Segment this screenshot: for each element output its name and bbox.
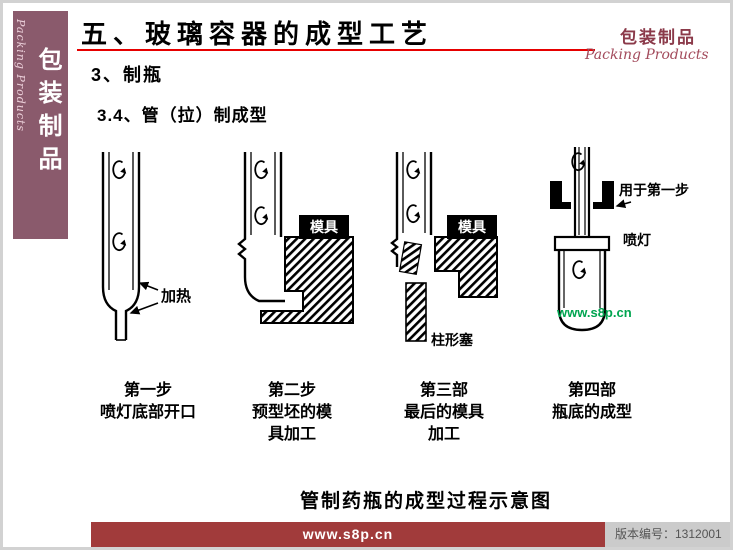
plug-block <box>405 282 427 342</box>
subsection-heading: 3.4、管（拉）制成型 <box>97 106 268 125</box>
torch-label: 喷灯 <box>623 232 651 248</box>
caption-line: 第四部 <box>567 382 616 399</box>
rotation-arrow-icon <box>254 206 270 226</box>
caption-line: 加工 <box>427 426 460 443</box>
figure-step1-caption: 第一步 喷灯底部开口 <box>69 380 227 424</box>
crimped-glass <box>398 241 423 276</box>
figure-step2-diagram: 模具 <box>237 152 354 324</box>
caption-line: 具加工 <box>267 426 316 443</box>
caption-line: 瓶底的成型 <box>551 404 632 421</box>
sidebar: Packing Products 包装制品 <box>13 11 68 239</box>
mold-label-box <box>447 215 497 239</box>
brand-script-text: Packing Products <box>585 47 709 63</box>
caption-line: 最后的模具 <box>403 404 484 421</box>
caption-line: 第二步 <box>267 382 316 399</box>
glass-tube-outline <box>237 152 285 303</box>
footer-url: www.s8p.cn <box>302 526 394 542</box>
brand-text: 包装制品 <box>620 28 696 47</box>
rotation-arrow-icon <box>572 260 588 280</box>
figure-step4-diagram: 用于第一步 喷灯 www.s8p.cn <box>550 147 689 332</box>
torch-use-label: 用于第一步 <box>619 182 689 198</box>
glass-tube-outline <box>573 147 591 237</box>
diagram-caption: 管制药瓶的成型过程示意图 <box>300 491 553 512</box>
torch-shape <box>550 181 614 209</box>
sidebar-label: 包装制品 <box>34 47 61 179</box>
plug-label: 柱形塞 <box>431 332 474 348</box>
caption-line: 第三部 <box>419 382 468 399</box>
page-title: 五、玻璃容器的成型工艺 <box>81 19 434 49</box>
watermark-text: www.s8p.cn <box>556 305 632 320</box>
heat-label: 加热 <box>160 287 191 305</box>
rotation-arrow-icon <box>406 160 422 180</box>
sidebar-script-text: Packing Products <box>14 19 27 133</box>
torch-pointer-arrow-icon <box>615 199 632 209</box>
figure-step2-caption: 第二步 预型坯的模 具加工 <box>213 380 371 446</box>
footer-bar: www.s8p.cn <box>91 522 605 547</box>
figure-step4-caption: 第四部 瓶底的成型 <box>507 380 677 424</box>
glass-tube-outline <box>390 152 433 267</box>
mold-label: 模具 <box>458 219 486 235</box>
caption-line: 第一步 <box>123 382 172 399</box>
figure-step1-diagram: 加热 <box>101 152 191 341</box>
footer-version: 版本编号：1312001 <box>605 522 730 547</box>
title-underline <box>77 49 595 51</box>
caption-line: 预型坯的模 <box>251 404 332 421</box>
rotation-arrow-icon <box>406 204 422 224</box>
mold-label: 模具 <box>310 219 338 235</box>
figure-step3-caption: 第三部 最后的模具 加工 <box>365 380 523 446</box>
rotation-arrow-icon <box>112 160 128 180</box>
section-heading: 3、制瓶 <box>91 65 164 85</box>
rotation-arrow-icon <box>254 160 270 180</box>
version-label: 版本编号：1312001 <box>615 527 722 541</box>
mold-block <box>434 236 498 298</box>
mold-label-box <box>299 215 349 239</box>
vial-outline <box>553 235 611 332</box>
rotation-arrow-icon <box>112 232 128 252</box>
caption-line: 喷灯底部开口 <box>99 404 196 421</box>
heat-arrow-icon <box>129 281 159 315</box>
mold-block <box>260 236 354 324</box>
figure-step3-diagram: 模具 柱形塞 <box>390 152 498 348</box>
